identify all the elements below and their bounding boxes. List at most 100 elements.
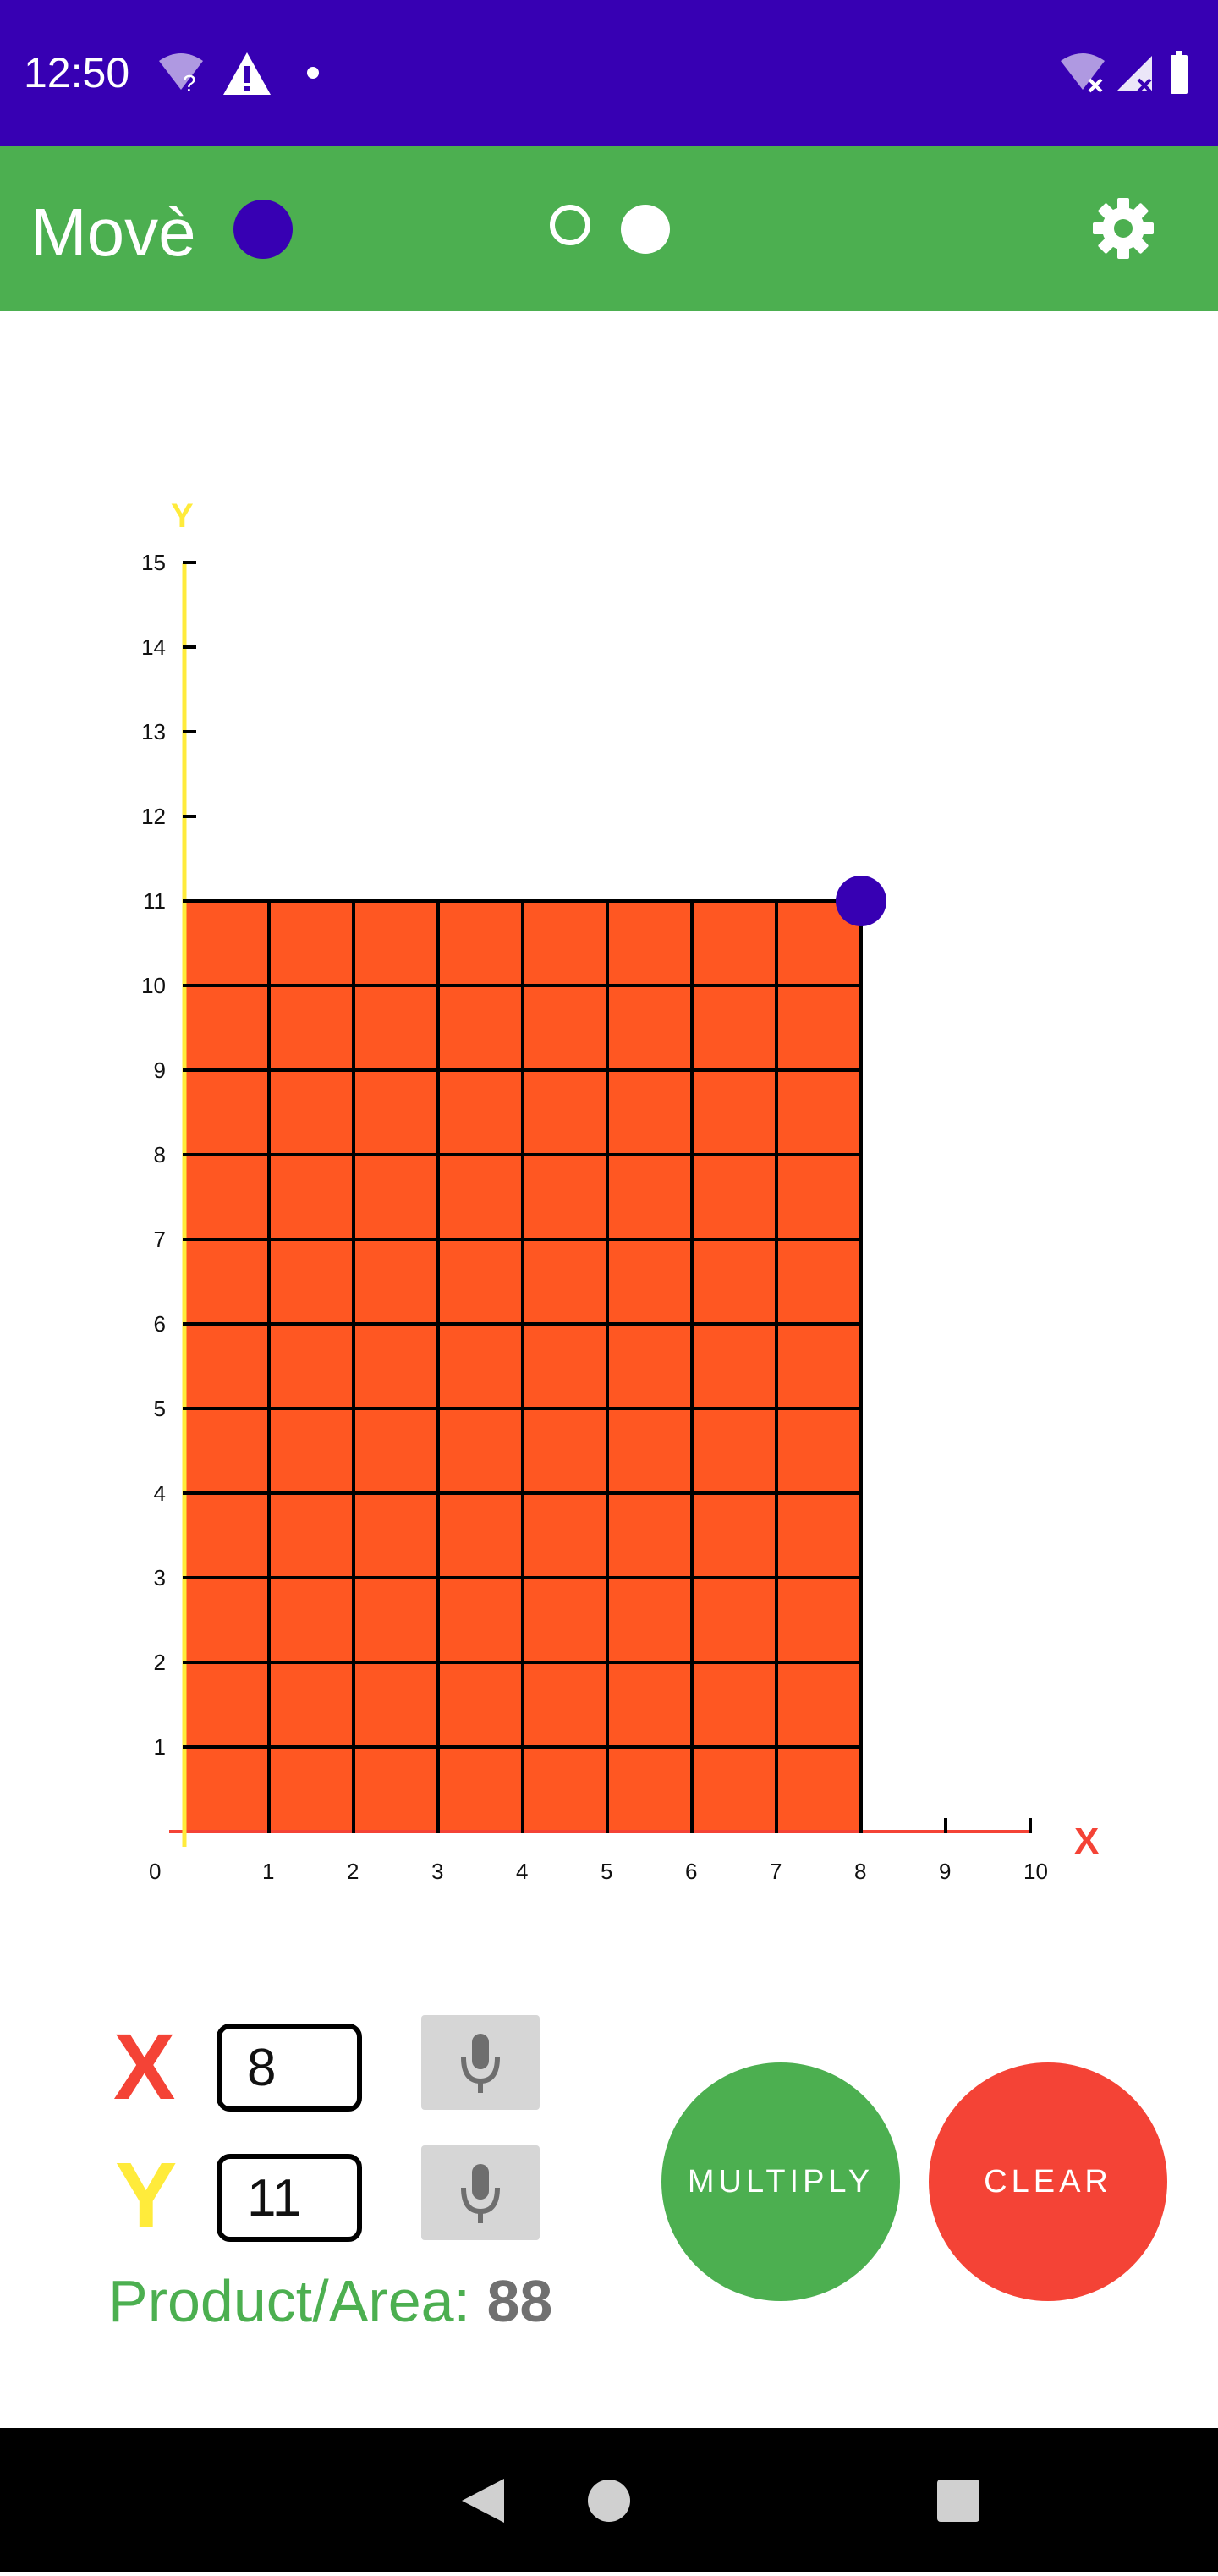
status-icons-left: ? [159,52,319,96]
area-cell [607,1155,692,1239]
area-cell [438,1747,523,1832]
nav-buttons [462,2479,979,2523]
y-tick-label: 12 [141,804,166,829]
area-cell [692,1155,776,1239]
x-value-input[interactable] [217,2024,362,2112]
y-mic-button[interactable] [421,2145,540,2240]
area-cell [692,986,776,1070]
area-cell [438,1239,523,1324]
area-cell [269,1324,354,1409]
area-cell [184,1409,269,1493]
y-tick-label: 3 [154,1565,166,1590]
product-label: Product/Area: [108,2268,470,2334]
area-cell [692,1747,776,1832]
area-cell [438,1155,523,1239]
gear-icon[interactable] [1091,196,1155,261]
x-tick-label: 10 [1023,1859,1048,1884]
y-tick-label: 15 [141,550,166,575]
y-tick-label: 6 [154,1311,166,1337]
nav-bar [0,2428,1218,2572]
microphone-icon [461,2034,500,2093]
area-cell [692,901,776,986]
x-tick-label: 5 [601,1859,612,1884]
area-cell [354,1070,438,1155]
area-cell [607,901,692,986]
clear-button[interactable]: CLEAR [929,2062,1167,2301]
y-tick-label: 7 [154,1227,166,1252]
x-tick-label: 9 [939,1859,951,1884]
wifi-off-icon [1061,53,1105,93]
area-cell [776,1324,861,1409]
area-cell [269,1409,354,1493]
y-tick-label: 13 [141,719,166,744]
status-icons-right [1061,51,1188,94]
microphone-icon [461,2164,500,2223]
area-cell [438,901,523,986]
area-cell [184,986,269,1070]
area-cell [776,1662,861,1747]
area-cell [184,1324,269,1409]
area-cell [523,1070,607,1155]
area-cell [776,1070,861,1155]
title-dot [233,200,293,259]
x-tick-label: 1 [262,1859,274,1884]
area-cell [184,1493,269,1578]
area-cell [692,1493,776,1578]
signal-off-icon [1116,56,1152,93]
area-cell [692,1239,776,1324]
area-cell [269,1493,354,1578]
y-tick-label: 1 [154,1734,166,1760]
y-value-input[interactable] [217,2154,362,2242]
y-tick-label: 14 [141,634,166,660]
x-tick-label: 4 [516,1859,528,1884]
area-cell [354,1324,438,1409]
warning-icon [223,52,271,95]
area-cell [692,1578,776,1662]
area-cell [269,1747,354,1832]
area-cell [438,986,523,1070]
area-cell [776,1747,861,1832]
battery-icon [1171,51,1188,94]
area-cell [692,1070,776,1155]
area-cell [269,1239,354,1324]
area-cell [354,1747,438,1832]
area-cell [269,1155,354,1239]
area-cell [523,901,607,986]
area-cell [354,1409,438,1493]
area-cell [438,1070,523,1155]
area-cell [269,986,354,1070]
page-indicator-inactive[interactable] [550,205,590,245]
page-indicator-active[interactable] [621,205,670,254]
area-cell [692,1409,776,1493]
y-tick-label: 2 [154,1650,166,1675]
area-cell [354,901,438,986]
area-cell [776,986,861,1070]
area-cell [438,1409,523,1493]
y-tick-label: 9 [154,1057,166,1083]
area-cell [523,1747,607,1832]
area-cell [438,1662,523,1747]
x-tick-label: 8 [854,1859,866,1884]
area-cell [184,901,269,986]
app-title: Movè [30,195,196,270]
product-area-readout: Product/Area: 88 [108,2267,552,2335]
x-tick-label: 7 [770,1859,782,1884]
area-cell [354,1578,438,1662]
y-axis-label: Y [171,497,194,535]
area-cell [523,1662,607,1747]
wifi-unknown-icon: ? [159,53,203,96]
app-bar [0,146,1218,311]
area-cell [184,1747,269,1832]
corner-point[interactable] [836,876,886,926]
multiply-button[interactable]: MULTIPLY [661,2062,900,2301]
area-cell [607,1578,692,1662]
area-cell [184,1239,269,1324]
area-cell [776,1155,861,1239]
area-cell [523,1493,607,1578]
area-cell [776,1493,861,1578]
x-mic-button[interactable] [421,2015,540,2110]
area-cell [184,1578,269,1662]
recents-square-icon [937,2480,979,2522]
area-cell [607,1662,692,1747]
